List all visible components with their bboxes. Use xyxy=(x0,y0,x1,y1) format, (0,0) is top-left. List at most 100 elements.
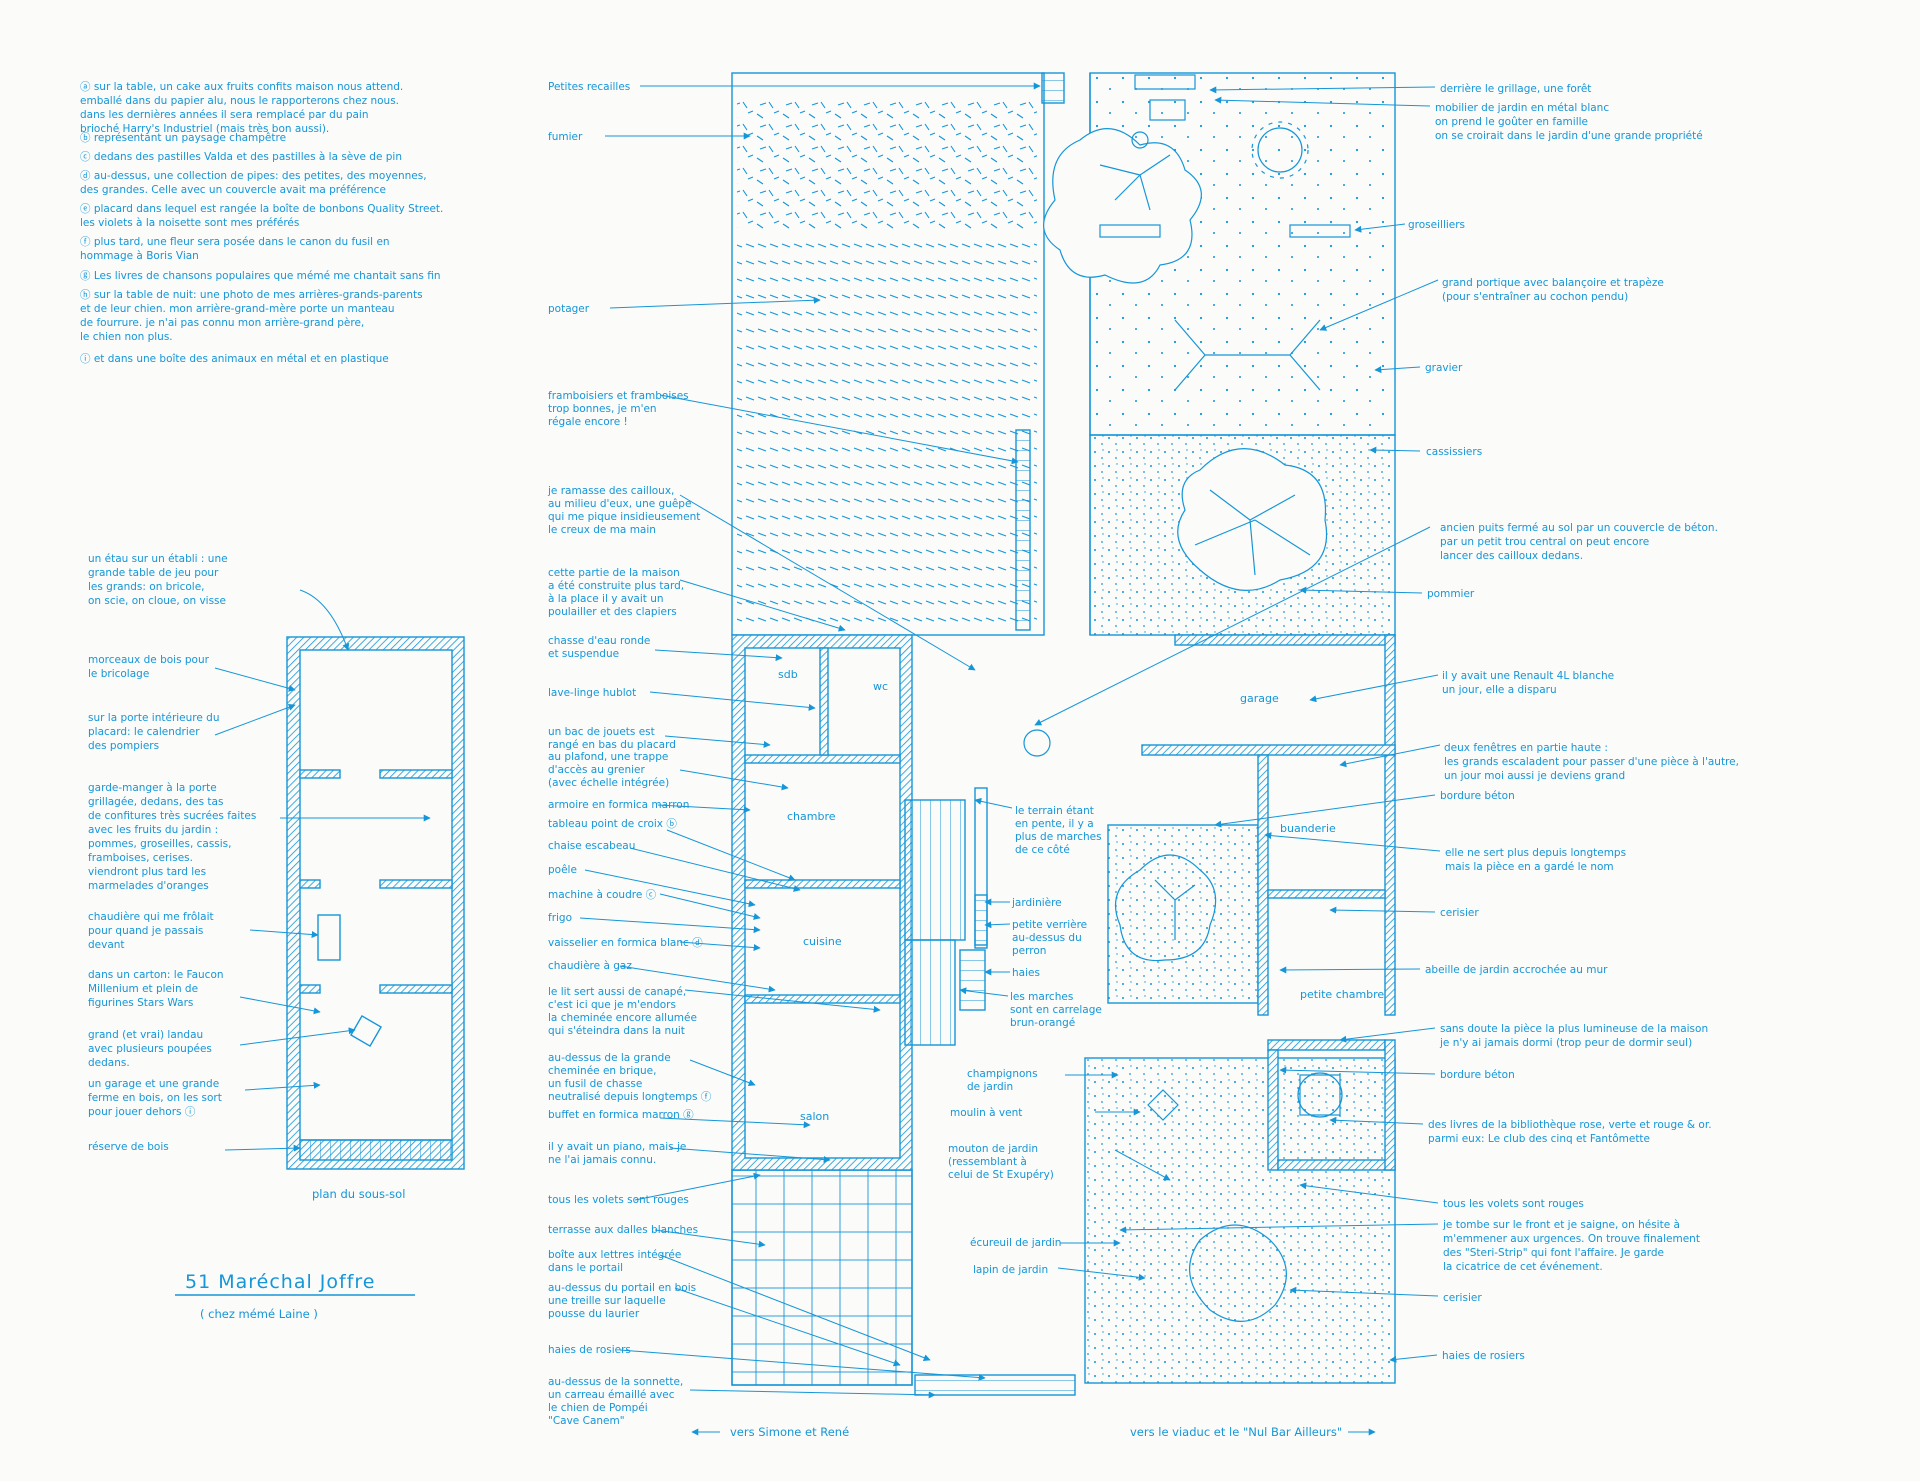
leader-line xyxy=(1114,1149,1171,1181)
leader-line xyxy=(679,494,976,671)
leader-line xyxy=(1339,1027,1436,1043)
left-annotation: poêle xyxy=(548,864,577,876)
left-annotation: chaise escabeau xyxy=(548,840,635,852)
left-annotation: haies de rosiers xyxy=(548,1344,631,1356)
basement-plan xyxy=(286,636,465,1170)
right-annotation: haies de rosiers xyxy=(1442,1350,1525,1362)
right-annotation: pommier xyxy=(1427,588,1475,600)
trees-and-furniture xyxy=(1023,74,1351,1322)
leader-line xyxy=(619,965,776,993)
title: 51 Maréchal Joffre xyxy=(185,1271,375,1293)
leader-line xyxy=(239,1027,356,1046)
center-annotation: haies xyxy=(1012,967,1040,979)
leader-line xyxy=(629,847,801,892)
leader-line xyxy=(239,996,321,1015)
right-annotation: je tombe sur le front et je saigne, on h… xyxy=(1442,1219,1700,1273)
leader-line xyxy=(1279,966,1421,974)
leader-line xyxy=(1299,1182,1439,1204)
right-annotation: cerisier xyxy=(1440,907,1479,919)
left-annotation: frigo xyxy=(548,912,572,924)
center-annotation: moulin à vent xyxy=(950,1107,1022,1119)
leader-line xyxy=(1264,832,1441,852)
leader-line xyxy=(679,769,789,791)
right-annotation: grand portique avec balançoire et trapèz… xyxy=(1442,277,1664,303)
center-annotation: écureuil de jardin xyxy=(970,1237,1061,1249)
leader-line xyxy=(984,921,1011,929)
right-annotation: des livres de la bibliothèque rose, vert… xyxy=(1428,1119,1712,1145)
leader-line xyxy=(1354,223,1406,233)
leader-line xyxy=(1034,526,1431,726)
left-annotation: vaisselier en formica blanc ⓓ xyxy=(548,937,703,949)
left-annotation: je ramasse des cailloux,au milieu d'eux,… xyxy=(547,485,700,536)
leader-line xyxy=(654,649,783,662)
basement-caption: plan du sous-sol xyxy=(312,1187,405,1201)
room-wc: wc xyxy=(873,680,888,693)
leader-line xyxy=(1309,674,1439,703)
leader-line xyxy=(1279,1066,1436,1075)
leader-line xyxy=(244,1081,321,1091)
leader-line xyxy=(1057,1267,1146,1281)
leader-line xyxy=(579,917,761,934)
leader-line xyxy=(299,589,350,651)
leader-line xyxy=(1389,1354,1438,1363)
legend-entry: ⓒ dedans des pastilles Valda et des past… xyxy=(80,151,402,163)
left-annotation: tableau point de croix ⓑ xyxy=(548,818,677,830)
leader-line xyxy=(1374,366,1421,374)
leader-line xyxy=(689,1389,936,1399)
right-annotation: cassissiers xyxy=(1426,446,1482,458)
right-annotation: ancien puits fermé au sol par un couverc… xyxy=(1440,522,1718,562)
right-annotation: bordure béton xyxy=(1440,790,1515,802)
room-salon: salon xyxy=(800,1110,829,1123)
left-annotation: terrasse aux dalles blanches xyxy=(548,1224,698,1236)
room-sdb: sdb xyxy=(778,668,798,681)
right-annotation: gravier xyxy=(1425,362,1463,374)
leader-line xyxy=(1119,1223,1439,1234)
legend: ⓐ sur la table, un cake aux fruits confi… xyxy=(80,81,443,365)
left-annotation: machine à coudre ⓒ xyxy=(548,889,657,901)
leader-line xyxy=(654,1229,766,1248)
legend-entry: ⓖ Les livres de chansons populaires que … xyxy=(80,270,440,282)
leader-line xyxy=(684,989,881,1013)
subtitle: ( chez mémé Laine ) xyxy=(200,1307,318,1321)
leader-line xyxy=(1329,1116,1424,1125)
right-annotations: derrière le grillage, une forêtmobilier … xyxy=(1034,83,1739,1363)
left-annotation: buffet en formica marron ⓖ xyxy=(548,1109,694,1121)
room-buanderie: buanderie xyxy=(1280,822,1336,835)
left-annotation: potager xyxy=(548,303,590,315)
left-annotation: lave-linge hublot xyxy=(548,687,636,699)
leader-line xyxy=(619,1349,986,1382)
leader-line xyxy=(689,1059,756,1087)
house-walls xyxy=(731,634,1396,1396)
right-annotation: derrière le grillage, une forêt xyxy=(1440,83,1591,95)
footer-left: vers Simone et René xyxy=(730,1425,849,1439)
right-annotation: groseilliers xyxy=(1408,219,1465,231)
center-annotation: lapin de jardin xyxy=(973,1264,1048,1276)
right-annotation: deux fenêtres en partie haute :les grand… xyxy=(1444,742,1739,782)
left-annotations: Petites recaillesfumierpotagerframboisie… xyxy=(547,81,1041,1427)
leader-line xyxy=(974,797,1013,809)
leader-line xyxy=(659,394,1019,465)
room-petite-chambre: petite chambre xyxy=(1300,988,1384,1001)
room-garage: garage xyxy=(1240,692,1279,705)
legend-entry: ⓕ plus tard, une fleur sera posée dans l… xyxy=(80,236,390,262)
leader-line xyxy=(1214,794,1436,828)
